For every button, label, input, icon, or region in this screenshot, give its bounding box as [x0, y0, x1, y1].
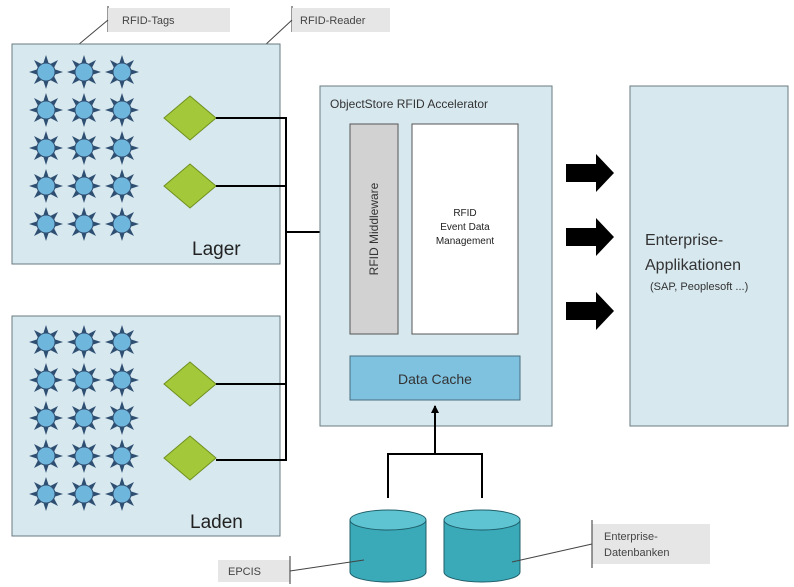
lager-reader-2 — [163, 163, 217, 209]
event-line-3: Management — [436, 236, 495, 247]
lager-tag-icon — [29, 131, 63, 165]
enterprise-line-3: (SAP, Peoplesoft ...) — [650, 281, 748, 293]
epcis-callout: EPCIS — [218, 556, 365, 584]
lager-tag-icon — [29, 169, 63, 203]
laden-tag-icon — [105, 325, 139, 359]
enterprise-db-callout: Enterprise- Datenbanken — [511, 520, 710, 568]
data-cache-box: Data Cache — [349, 355, 521, 401]
rfid-tags-label: RFID-Tags — [122, 15, 175, 27]
laden-tag-icon — [29, 363, 63, 397]
laden-tag-icon — [29, 325, 63, 359]
lager-tag-icon — [67, 207, 101, 241]
lager-tag-icon — [67, 55, 101, 89]
laden-tag-icon — [67, 439, 101, 473]
epcis-database — [349, 509, 427, 583]
rfid-tags-callout: RFID-Tags — [47, 6, 230, 71]
laden-tag-icon — [105, 439, 139, 473]
laden-tag-icon — [105, 401, 139, 435]
lager-tag-icon — [105, 93, 139, 127]
event-line-1: RFID — [453, 208, 476, 219]
lager-tag-icon — [105, 207, 139, 241]
middleware-label: RFID Middleware — [367, 182, 381, 275]
epcis-label: EPCIS — [228, 566, 261, 578]
laden-tag-icon — [29, 477, 63, 511]
enterprise-db-label-1: Enterprise- — [604, 531, 658, 543]
lager-tag-icon — [105, 169, 139, 203]
laden-panel: Laden — [11, 315, 281, 537]
enterprise-database — [443, 509, 521, 583]
enterprise-db-label-2: Datenbanken — [604, 547, 669, 559]
accelerator-title: ObjectStore RFID Accelerator — [330, 97, 488, 111]
arrow-right-3 — [566, 292, 614, 330]
laden-tag-icon — [29, 439, 63, 473]
event-line-2: Event Data — [440, 222, 490, 233]
output-arrows — [566, 154, 614, 330]
enterprise-panel: Enterprise- Applikationen (SAP, Peopleso… — [629, 85, 789, 427]
lager-tag-grid — [29, 55, 139, 241]
arrow-right-1 — [566, 154, 614, 192]
laden-tag-icon — [67, 325, 101, 359]
lager-tag-icon — [29, 207, 63, 241]
event-data-box: RFID Event Data Management — [411, 123, 519, 335]
laden-tag-icon — [105, 477, 139, 511]
enterprise-line-2: Applikationen — [645, 257, 741, 274]
lager-label: Lager — [192, 239, 241, 260]
laden-tag-icon — [29, 401, 63, 435]
lager-tag-icon — [67, 131, 101, 165]
lager-reader-1 — [163, 95, 217, 141]
lager-tag-icon — [67, 169, 101, 203]
lager-panel: Lager — [11, 43, 281, 265]
laden-tag-icon — [67, 477, 101, 511]
middleware-box: RFID Middleware — [349, 123, 399, 335]
laden-tag-icon — [105, 363, 139, 397]
db-connector — [387, 405, 483, 498]
laden-reader-1 — [163, 361, 217, 407]
enterprise-line-1: Enterprise- — [645, 232, 723, 249]
rfid-reader-label: RFID-Reader — [300, 15, 366, 27]
laden-reader-2 — [163, 435, 217, 481]
lager-tag-icon — [29, 93, 63, 127]
data-cache-label: Data Cache — [398, 371, 472, 387]
laden-label: Laden — [190, 512, 243, 533]
lager-tag-icon — [105, 131, 139, 165]
lager-tag-icon — [67, 93, 101, 127]
arrow-right-2 — [566, 218, 614, 256]
laden-tag-icon — [67, 363, 101, 397]
laden-tag-grid — [29, 325, 139, 511]
lager-tag-icon — [105, 55, 139, 89]
lager-tag-icon — [29, 55, 63, 89]
laden-tag-icon — [67, 401, 101, 435]
accelerator-panel: ObjectStore RFID Accelerator RFID Middle… — [319, 85, 553, 427]
